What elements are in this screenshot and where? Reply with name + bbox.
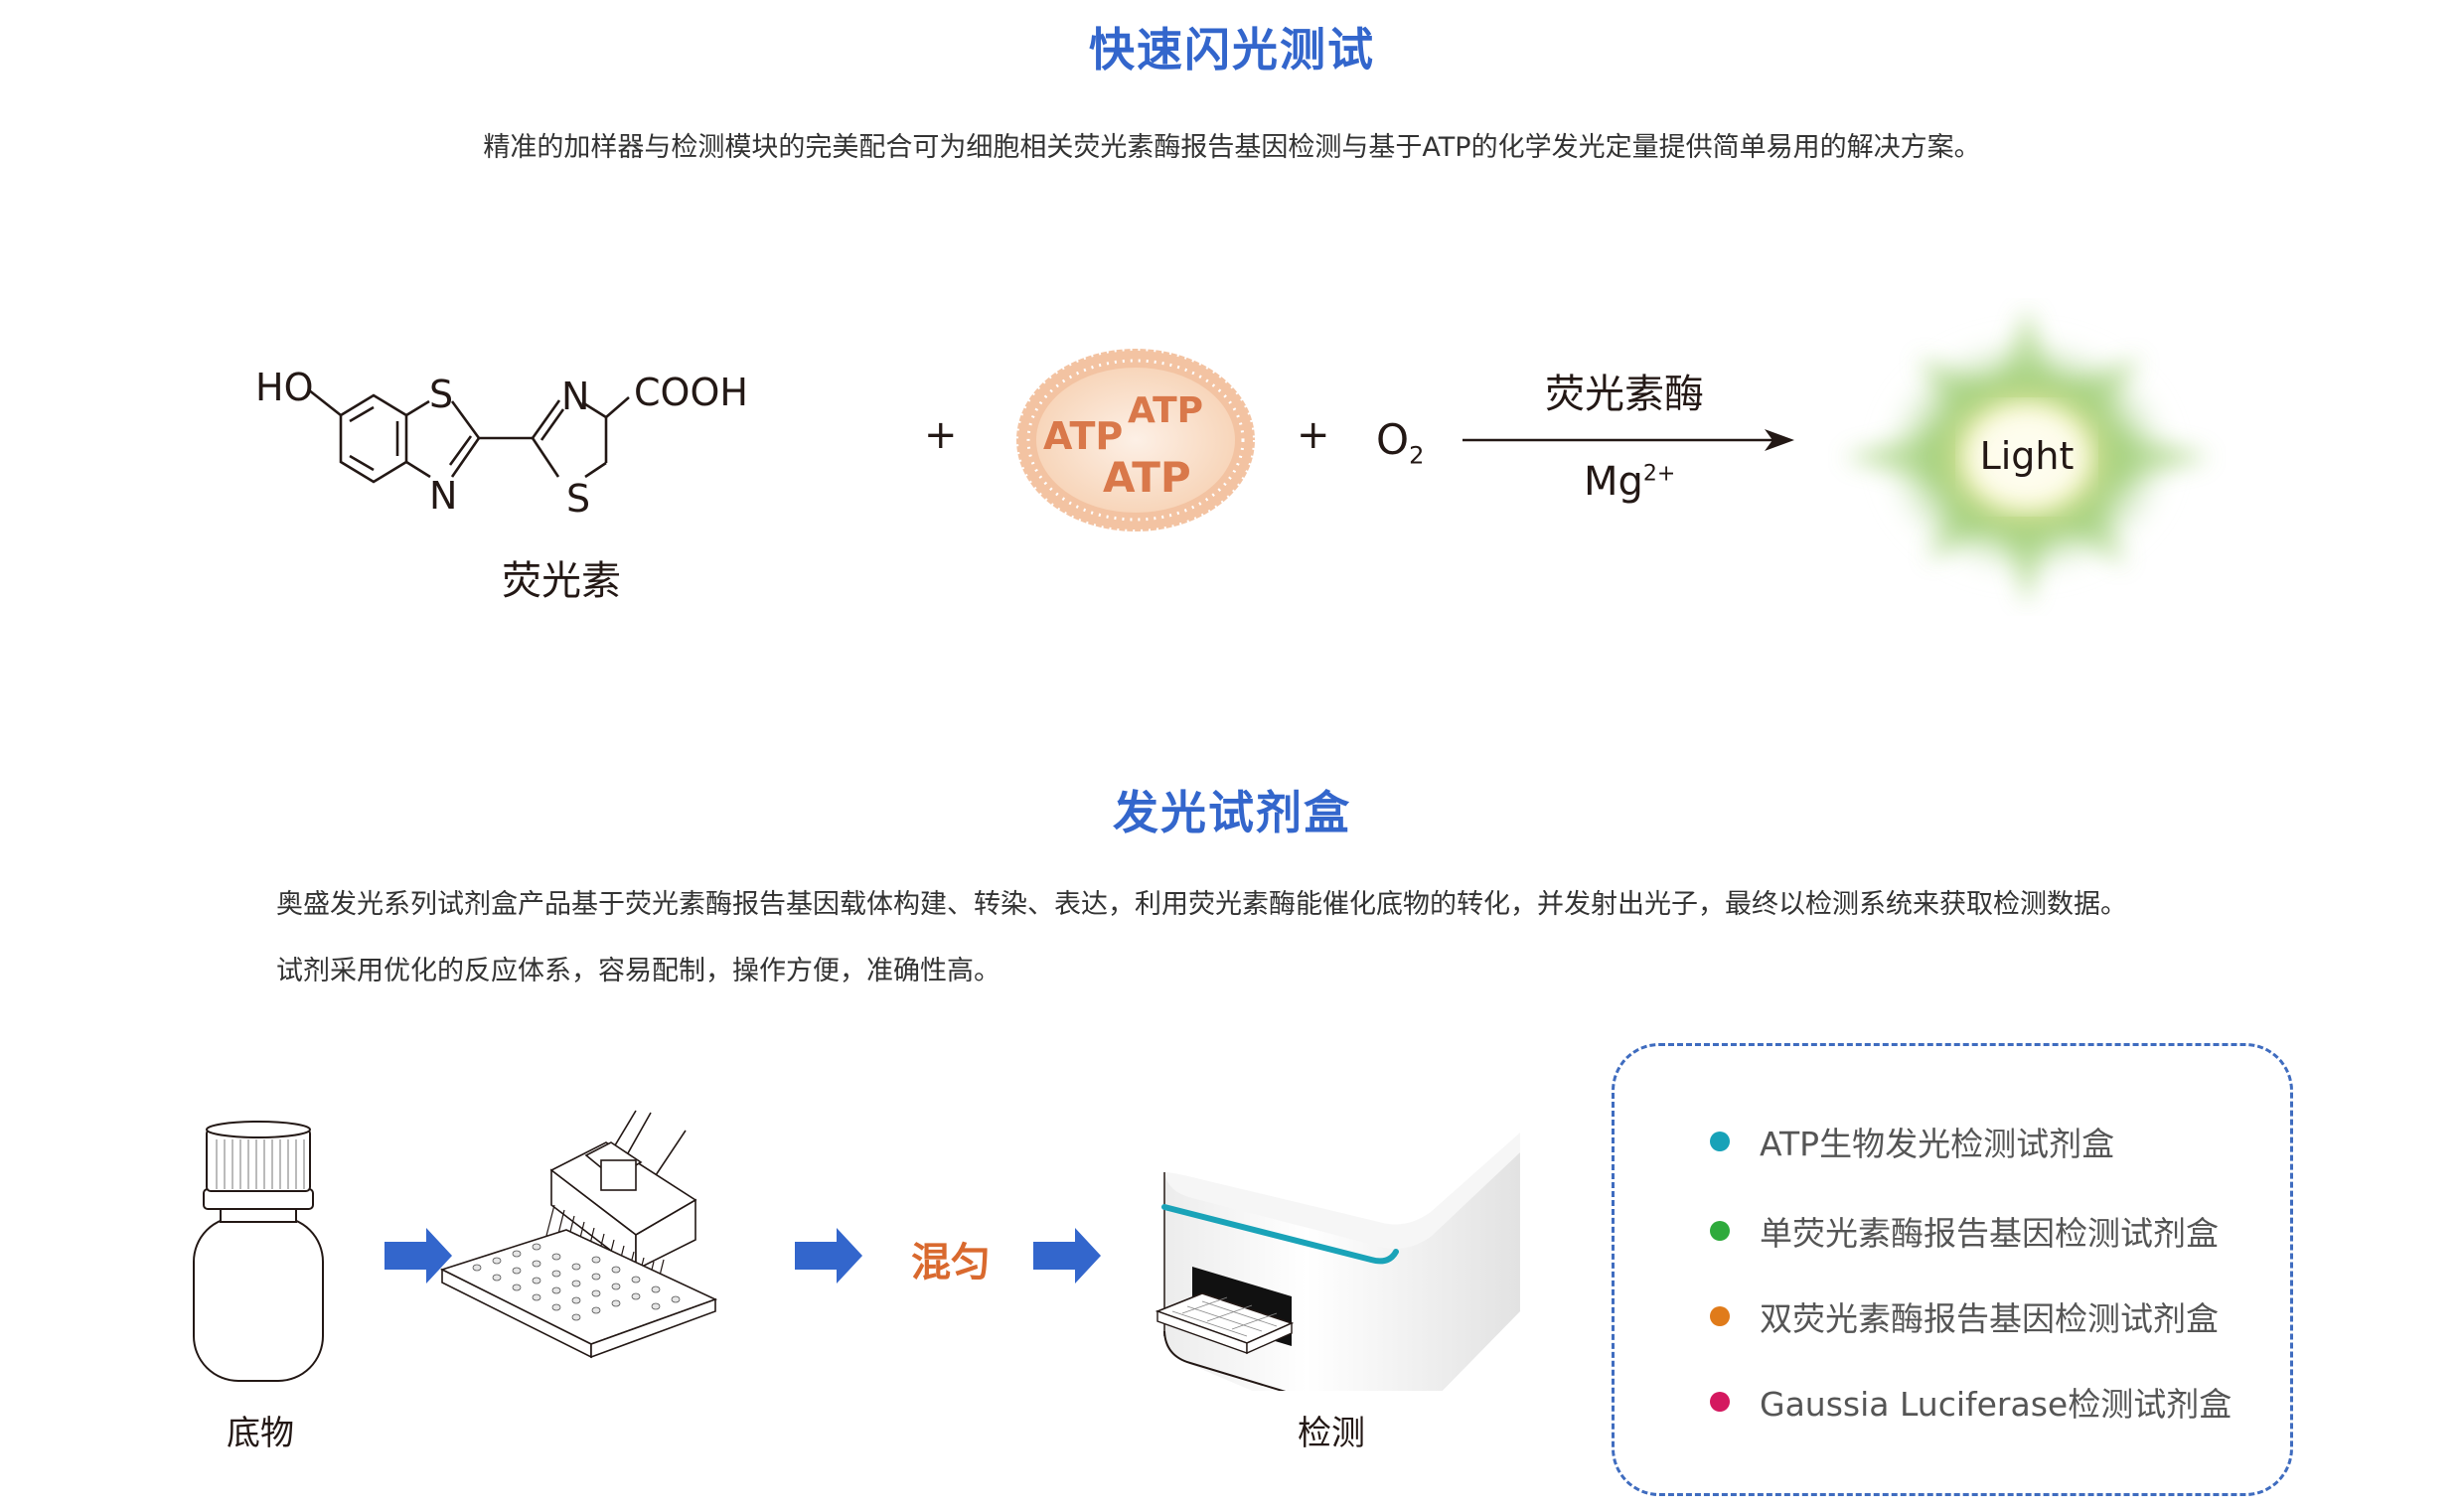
light-glow: Light <box>1843 308 2211 606</box>
kit-list-box: ATP生物发光检测试剂盒 单荧光素酶报告基因检测试剂盒 双荧光素酶报告基因检测试… <box>1612 1043 2293 1496</box>
cofactor-symbol: Mg <box>1584 459 1643 505</box>
atom-ho: HO <box>255 366 313 409</box>
bullet-dot-icon <box>1710 1221 1730 1241</box>
kit-item-gaussia[interactable]: Gaussia Luciferase检测试剂盒 <box>1710 1378 2232 1426</box>
section-description-flash-assay: 精准的加样器与检测模块的完美配合可为细胞相关荧光素酶报告基因检测与基于ATP的化… <box>483 132 1981 163</box>
workflow-step-substrate-label: 底物 <box>227 1414 294 1453</box>
multichannel-pipette-plate-icon <box>439 1110 718 1359</box>
plate-wells <box>472 1243 681 1321</box>
atom-s2: S <box>566 477 590 521</box>
atp-cell-body <box>1036 368 1235 513</box>
kit-item-label: 单荧光素酶报告基因检测试剂盒 <box>1760 1214 2219 1253</box>
luciferin-label: 荧光素 <box>502 558 621 604</box>
section-title-luminescence-kits: 发光试剂盒 <box>1113 786 1351 839</box>
atom-s1: S <box>429 373 453 416</box>
workflow-arrow-icon <box>385 1228 452 1284</box>
oxygen-subscript: 2 <box>1409 441 1425 470</box>
luciferin-bonds <box>307 387 630 484</box>
bullet-dot-icon <box>1710 1392 1730 1412</box>
atp-label: ATP <box>1128 390 1203 431</box>
atp-cell: ATP ATP ATP <box>1014 347 1257 533</box>
kit-item-dual-luciferase[interactable]: 双荧光素酶报告基因检测试剂盒 <box>1710 1292 2219 1340</box>
atp-label: ATP <box>1043 414 1123 458</box>
atp-cell-membrane-inner-dots <box>1026 359 1245 522</box>
enzyme-label: 荧光素酶 <box>1545 372 1704 417</box>
plus-sign-2: + <box>1297 412 1330 458</box>
atp-cell-membrane-dots <box>1014 347 1257 533</box>
cofactor-label: Mg2+ <box>1584 459 1675 505</box>
workflow-arrow-icon <box>1033 1228 1101 1284</box>
bullet-dot-icon <box>1710 1306 1730 1326</box>
workflow-step-mix-label: 混匀 <box>911 1240 991 1285</box>
atom-n1: N <box>429 474 457 518</box>
light-label: Light <box>1980 434 2075 478</box>
section-description-line-2: 试剂采用优化的反应体系，容易配制，操作方便，准确性高。 <box>276 956 1001 986</box>
atom-cooh: COOH <box>634 371 748 414</box>
reader-accent-stripe <box>1161 1204 1399 1265</box>
reaction-arrow <box>1463 429 1794 451</box>
kit-item-atp[interactable]: ATP生物发光检测试剂盒 <box>1710 1118 2114 1165</box>
section-title-flash-assay: 快速闪光测试 <box>1089 23 1375 76</box>
workflow-arrow-icon <box>795 1228 862 1284</box>
atom-n2: N <box>561 375 589 418</box>
kit-item-label: Gaussia Luciferase检测试剂盒 <box>1760 1385 2233 1424</box>
luciferin-structure: HO S N N COOH S <box>255 366 748 521</box>
plate-reader-icon <box>1155 1133 1520 1391</box>
cofactor-charge: 2+ <box>1642 461 1676 487</box>
kit-item-label: ATP生物发光检测试剂盒 <box>1760 1125 2115 1163</box>
workflow-step-detection-label: 检测 <box>1298 1414 1365 1453</box>
substrate-bottle-icon <box>193 1121 324 1382</box>
kit-item-label: 双荧光素酶报告基因检测试剂盒 <box>1760 1299 2219 1338</box>
section-description-line-1: 奥盛发光系列试剂盒产品基于荧光素酶报告基因载体构建、转染、表达，利用荧光素酶能催… <box>276 889 2127 920</box>
bullet-dot-icon <box>1710 1132 1730 1151</box>
kit-item-single-luciferase[interactable]: 单荧光素酶报告基因检测试剂盒 <box>1710 1207 2219 1255</box>
atp-label: ATP <box>1103 453 1191 502</box>
oxygen-formula: O2 <box>1376 415 1424 469</box>
plus-sign-1: + <box>924 412 958 458</box>
oxygen-symbol: O <box>1376 415 1410 464</box>
